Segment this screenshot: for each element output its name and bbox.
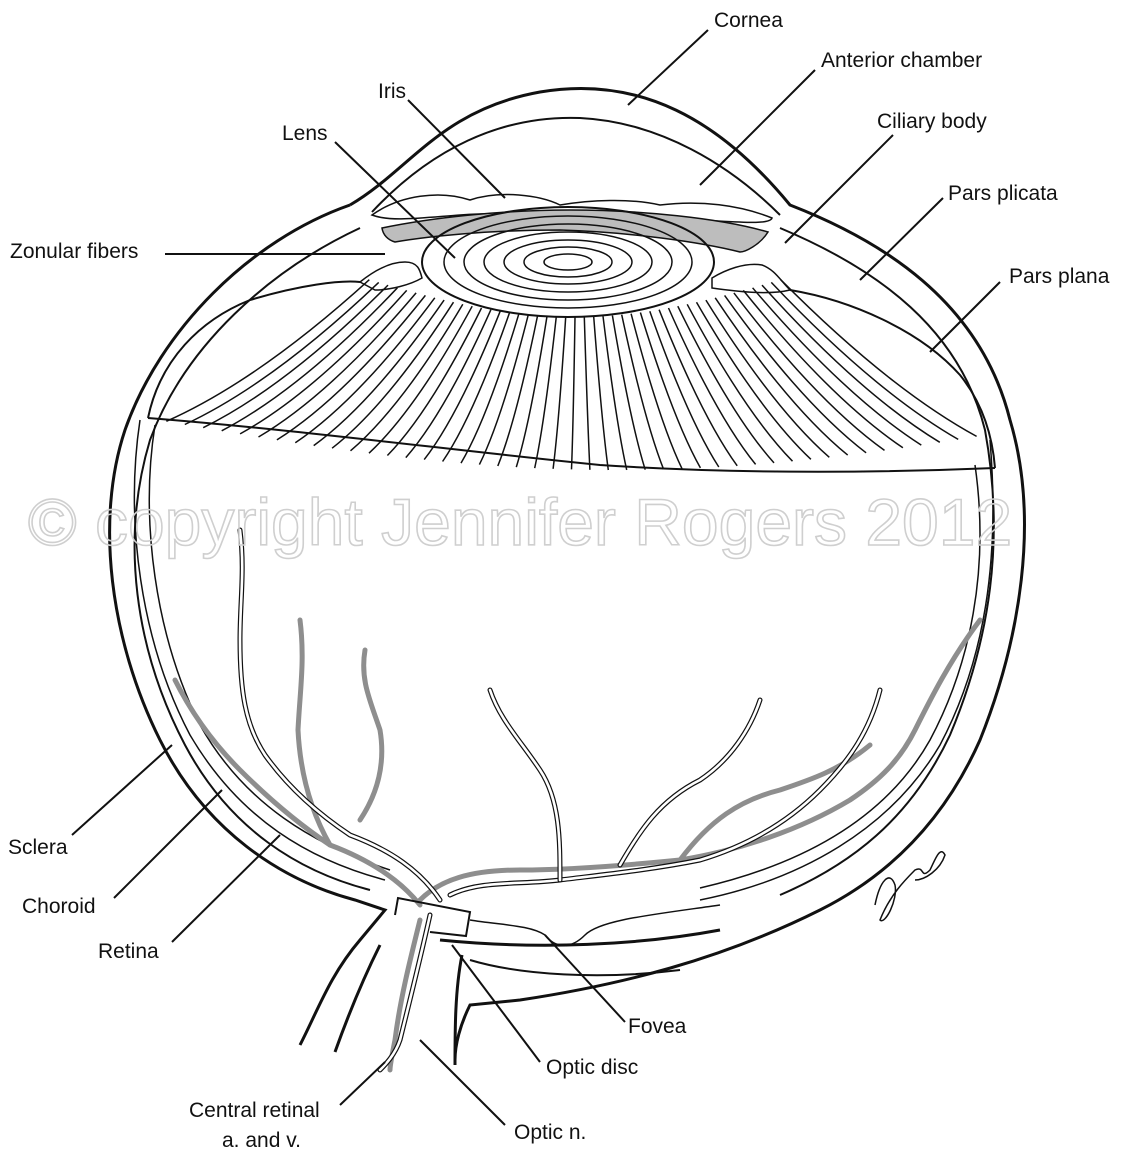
ciliary-ridge bbox=[239, 289, 408, 435]
ciliary-ridge bbox=[350, 303, 464, 452]
ciliary-ridge bbox=[658, 309, 738, 467]
ciliary-ridge bbox=[667, 307, 757, 465]
ciliary-ridge bbox=[620, 314, 665, 470]
ciliary-ridge bbox=[583, 316, 591, 470]
ciliary-ridge bbox=[368, 305, 473, 454]
ciliary-ridge bbox=[761, 284, 941, 443]
ciliary-ridge bbox=[639, 312, 702, 469]
leader-lines bbox=[71, 29, 1001, 1126]
ciliary-ridge bbox=[423, 310, 501, 461]
ciliary-ridge bbox=[752, 287, 922, 446]
labels: Cornea Anterior chamber Iris Ciliary bod… bbox=[8, 9, 1110, 1152]
pars-plana-ridges bbox=[166, 279, 977, 471]
label-sclera: Sclera bbox=[8, 836, 68, 859]
ciliary-ridge bbox=[441, 312, 511, 462]
ciliary-ridge bbox=[166, 279, 370, 422]
label-lens: Lens bbox=[282, 122, 328, 145]
ciliary-ridge bbox=[331, 301, 455, 449]
ciliary-ridge bbox=[592, 316, 610, 471]
label-fovea: Fovea bbox=[628, 1015, 687, 1038]
ciliary-ridge bbox=[258, 292, 417, 438]
label-choroid: Choroid bbox=[22, 895, 96, 918]
ciliary-ridge bbox=[723, 294, 867, 454]
copyright-watermark: © copyright Jennifer Rogers 2012 bbox=[28, 485, 1012, 559]
ciliary-ridge bbox=[630, 313, 683, 470]
ciliary-ridge bbox=[602, 316, 628, 471]
ciliary-ridge bbox=[611, 315, 646, 470]
ciliary-ridge bbox=[294, 297, 436, 444]
label-cornea: Cornea bbox=[714, 9, 783, 32]
ciliary-ridge bbox=[184, 281, 380, 426]
label-pars-plana: Pars plana bbox=[1009, 265, 1110, 288]
ciliary-ridge bbox=[386, 307, 483, 457]
ciliary-ridge bbox=[733, 292, 885, 452]
ciliary-ridge bbox=[221, 287, 398, 432]
ciliary-ridge bbox=[714, 297, 849, 456]
ciliary-ridge bbox=[533, 316, 558, 469]
label-optic-disc: Optic disc bbox=[546, 1056, 638, 1079]
ciliary-ridge bbox=[276, 294, 426, 441]
globe-outline bbox=[108, 87, 1026, 1066]
ciliary-ridge bbox=[649, 310, 720, 468]
ciliary-ridge bbox=[780, 279, 977, 438]
ciliary-ridge bbox=[686, 303, 794, 462]
label-optic-n: Optic n. bbox=[514, 1121, 586, 1144]
label-ciliary-body: Ciliary body bbox=[877, 110, 987, 133]
artist-signature bbox=[874, 850, 946, 922]
label-zonular-fibers: Zonular fibers bbox=[10, 240, 138, 263]
ciliary-ridge bbox=[497, 315, 539, 467]
label-pars-plicata: Pars plicata bbox=[948, 182, 1058, 205]
ciliary-ridge bbox=[677, 305, 775, 464]
anterior-segment bbox=[147, 193, 996, 473]
ciliary-ridge bbox=[770, 281, 959, 441]
label-iris: Iris bbox=[378, 80, 406, 103]
ciliary-ridge bbox=[478, 314, 530, 465]
ciliary-ridge bbox=[405, 309, 492, 459]
label-central-retinal-line1: Central retinal bbox=[189, 1099, 320, 1122]
label-anterior-chamber: Anterior chamber bbox=[821, 49, 982, 72]
ciliary-ridge bbox=[570, 316, 576, 470]
label-retina: Retina bbox=[98, 940, 159, 963]
ciliary-ridge bbox=[695, 301, 812, 460]
ciliary-ridge bbox=[705, 299, 830, 458]
label-central-retinal-line2: a. and v. bbox=[222, 1129, 301, 1152]
retinal-vessels bbox=[172, 527, 983, 1073]
ciliary-ridge bbox=[552, 316, 567, 469]
ciliary-ridge bbox=[460, 313, 520, 464]
ciliary-ridge bbox=[202, 284, 389, 429]
ciliary-ridge bbox=[313, 299, 445, 447]
ciliary-ridge bbox=[515, 316, 548, 468]
ciliary-ridge bbox=[742, 289, 904, 449]
